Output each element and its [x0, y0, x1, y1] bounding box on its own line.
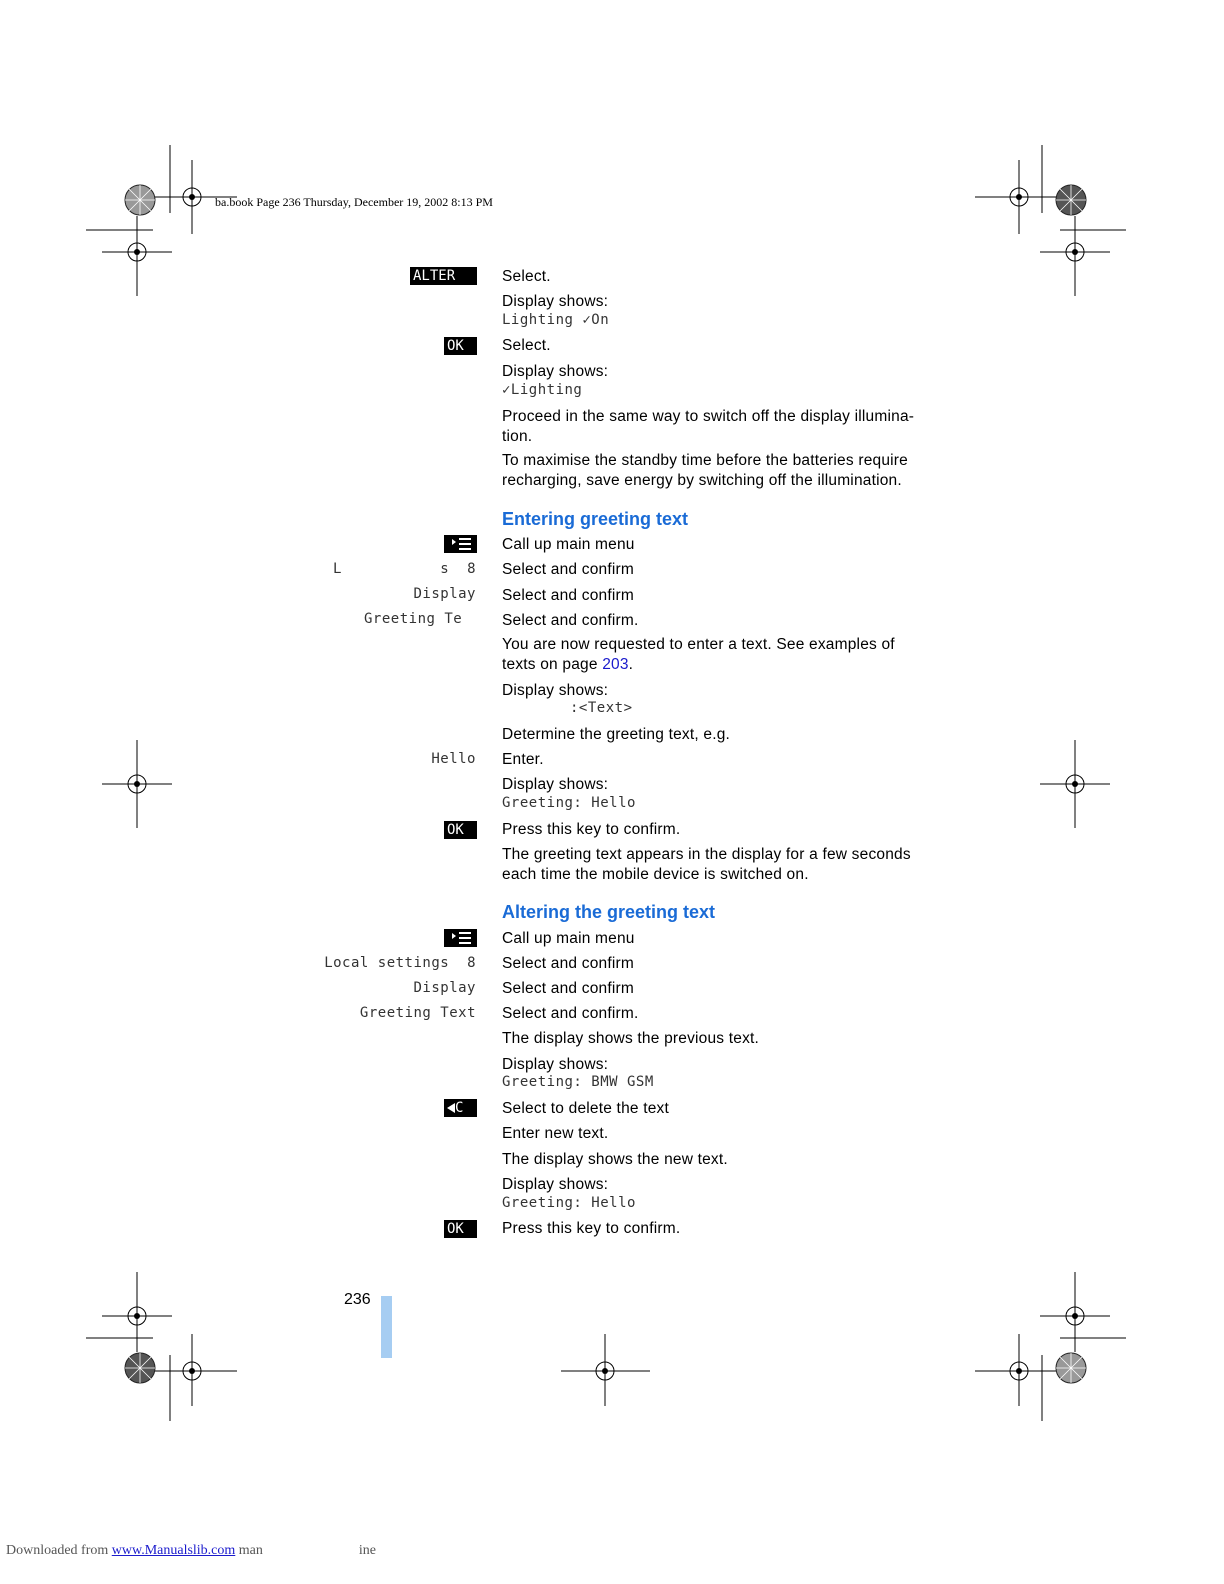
section-heading: Entering greeting text	[502, 509, 689, 529]
page-link[interactable]: 203	[602, 656, 629, 673]
ok-key: OK	[444, 337, 477, 355]
menu-key	[444, 535, 477, 553]
step-text: Press this key to confirm.	[502, 1220, 681, 1237]
lcd-readout: Greeting: Hello	[502, 1195, 636, 1211]
clear-key: C	[444, 1099, 477, 1117]
ok-key: OK	[444, 1220, 477, 1238]
lcd-entry: Hello	[431, 751, 476, 767]
paragraph-line: To maximise the standby time before the …	[502, 452, 908, 469]
step-text: Select and confirm	[502, 561, 634, 578]
step-text: Select and confirm	[502, 587, 634, 604]
step-text: Select to delete the text	[502, 1100, 669, 1117]
step-text: Enter new text.	[502, 1125, 609, 1142]
lcd-menu-item: Local settings 8	[324, 955, 476, 971]
page-number: 236	[344, 1291, 371, 1308]
lcd-readout: Greeting: BMW GSM	[502, 1074, 654, 1090]
starburst-marks	[124, 184, 1087, 1384]
alter-key: ALTER	[410, 267, 477, 285]
page-header-info: ba.book Page 236 Thursday, December 19, …	[215, 195, 493, 209]
lcd-readout: :<Text>	[570, 700, 633, 716]
step-text: Select and confirm	[502, 980, 634, 997]
step-text: Select and confirm.	[502, 612, 639, 629]
lcd-menu-item: L	[333, 561, 342, 577]
ok-key: OK	[444, 821, 477, 839]
paragraph-line: You are now requested to enter a text. S…	[502, 636, 895, 653]
back-arrow-icon	[447, 1103, 455, 1113]
lcd-menu-item: Display	[413, 980, 476, 996]
lcd-menu-item: Greeting Text	[359, 1005, 476, 1021]
step-text: Call up main menu	[502, 930, 635, 947]
step-text: Select.	[502, 337, 551, 354]
paragraph-line: The greeting text appears in the display…	[502, 846, 911, 863]
lcd-readout: Lighting ✓On	[502, 312, 610, 328]
lcd-menu-item: s 8	[440, 561, 476, 577]
step-text: Select and confirm.	[502, 1005, 639, 1022]
step-text: Display shows:	[502, 1056, 609, 1073]
step-text: The display shows the previous text.	[502, 1030, 760, 1047]
paragraph-line: Proceed in the same way to switch off th…	[502, 408, 915, 425]
lcd-menu-item: Greeting Te	[364, 611, 463, 627]
menu-key	[444, 929, 477, 947]
step-text: Display shows:	[502, 682, 609, 699]
paragraph-line: texts on page 203.	[502, 656, 634, 673]
step-text: Display shows:	[502, 1176, 609, 1193]
paragraph-line: each time the mobile device is switched …	[502, 866, 809, 883]
paragraph-line: recharging, save energy by switching off…	[502, 472, 902, 489]
page-tab-bar	[381, 1296, 392, 1358]
step-text: Select and confirm	[502, 955, 634, 972]
manualslib-link[interactable]: www.Manualslib.com	[111, 1543, 236, 1558]
step-text: The display shows the new text.	[502, 1151, 728, 1168]
step-text: Press this key to confirm.	[502, 821, 681, 838]
paragraph-line: tion.	[502, 428, 533, 445]
step-text: Enter.	[502, 751, 544, 768]
menu-icon	[452, 932, 471, 944]
step-text: Determine the greeting text, e.g.	[502, 726, 731, 743]
section-heading: Altering the greeting text	[502, 902, 716, 922]
step-text: Display shows:	[502, 363, 609, 380]
menu-icon	[452, 538, 471, 550]
step-text: Display shows:	[502, 776, 609, 793]
step-text: Display shows:	[502, 293, 609, 310]
step-text: Select.	[502, 268, 551, 285]
lcd-readout: ✓Lighting	[502, 382, 583, 398]
step-text: Call up main menu	[502, 536, 635, 553]
lcd-menu-item: Display	[413, 586, 476, 602]
lcd-readout: Greeting: Hello	[502, 795, 636, 811]
